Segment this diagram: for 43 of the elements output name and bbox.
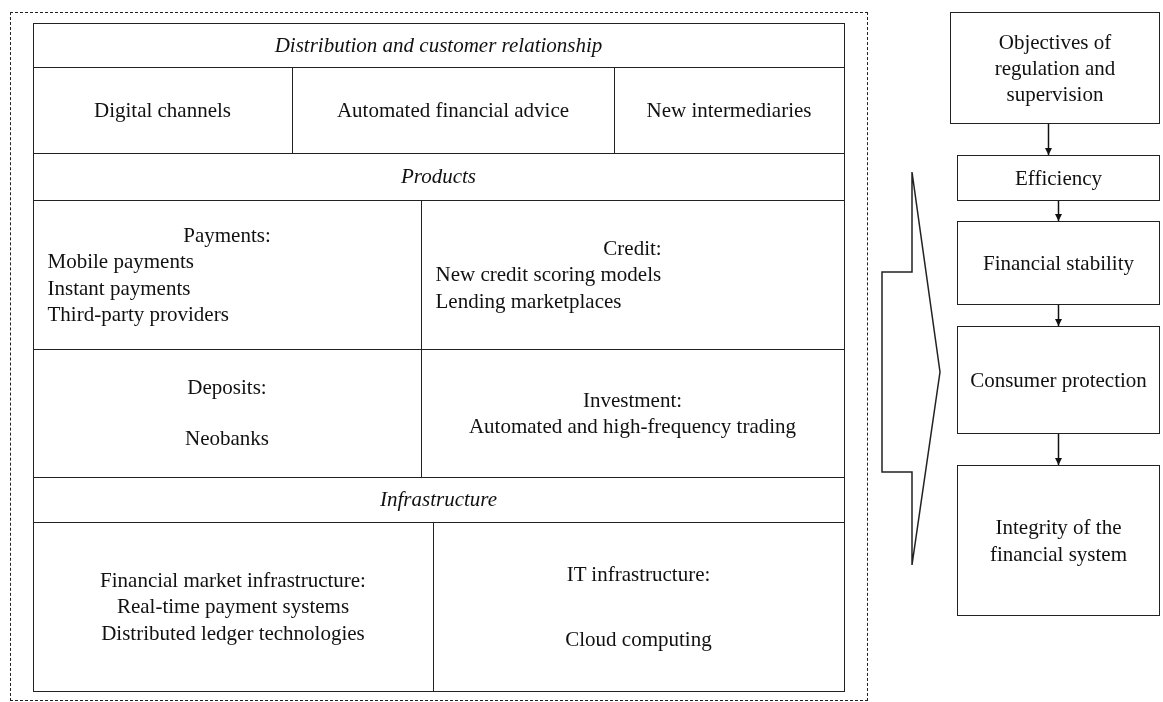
cell-text: Integrity of the financial system — [988, 514, 1128, 567]
objective-box — [957, 155, 1160, 201]
cell-heading: IT infrastructure: — [565, 561, 712, 588]
objective-box — [957, 465, 1160, 616]
arrow — [1054, 200, 1063, 222]
cell-heading: Credit: — [602, 235, 663, 262]
cell-heading: Payments: — [182, 222, 272, 249]
cell-text: Financial stability — [981, 249, 1136, 277]
cell-text: Objectives of regulation and supervision — [993, 28, 1117, 108]
cell-text: Consumer protection — [969, 366, 1148, 394]
list-item: Real-time payment systems — [115, 593, 351, 620]
cell-text: Distribution and customer relationship — [273, 31, 604, 59]
list-item: Cloud computing — [564, 625, 713, 652]
cell-text: New intermediaries — [645, 96, 813, 124]
section-header — [32, 476, 845, 523]
category-cell — [32, 521, 434, 692]
arrow — [1044, 123, 1053, 156]
cell-text: Automated financial advice — [335, 96, 571, 124]
list-item: Instant payments — [46, 274, 192, 301]
cell-text: Products — [399, 163, 478, 190]
objective-box — [957, 221, 1160, 305]
section-header — [32, 152, 845, 201]
dashed-frame — [10, 12, 868, 701]
cell-heading: Financial market infrastructure: — [99, 567, 367, 594]
cell-heading: Investment: — [581, 386, 684, 413]
list-item: Lending marketplaces — [434, 287, 623, 314]
list-item: Mobile payments — [46, 248, 195, 275]
list-item: Automated and high-frequency trading — [467, 413, 798, 440]
arrow — [1054, 304, 1063, 327]
list-item: Third-party providers — [46, 300, 230, 327]
section-header — [32, 22, 845, 68]
cell-text: Digital channels — [92, 96, 232, 124]
cell-text: Infrastructure — [378, 486, 499, 513]
category-cell — [432, 521, 845, 692]
objective-box — [957, 326, 1160, 434]
list-item: Distributed ledger technologies — [100, 619, 366, 646]
cell-text: Efficiency — [1013, 164, 1104, 192]
arrow — [1054, 433, 1063, 466]
list-item: New credit scoring models — [434, 261, 663, 288]
list-item: Neobanks — [184, 425, 270, 452]
cell-heading: Deposits: — [186, 374, 268, 401]
block-arrow — [881, 171, 941, 566]
objective-box — [950, 12, 1160, 124]
